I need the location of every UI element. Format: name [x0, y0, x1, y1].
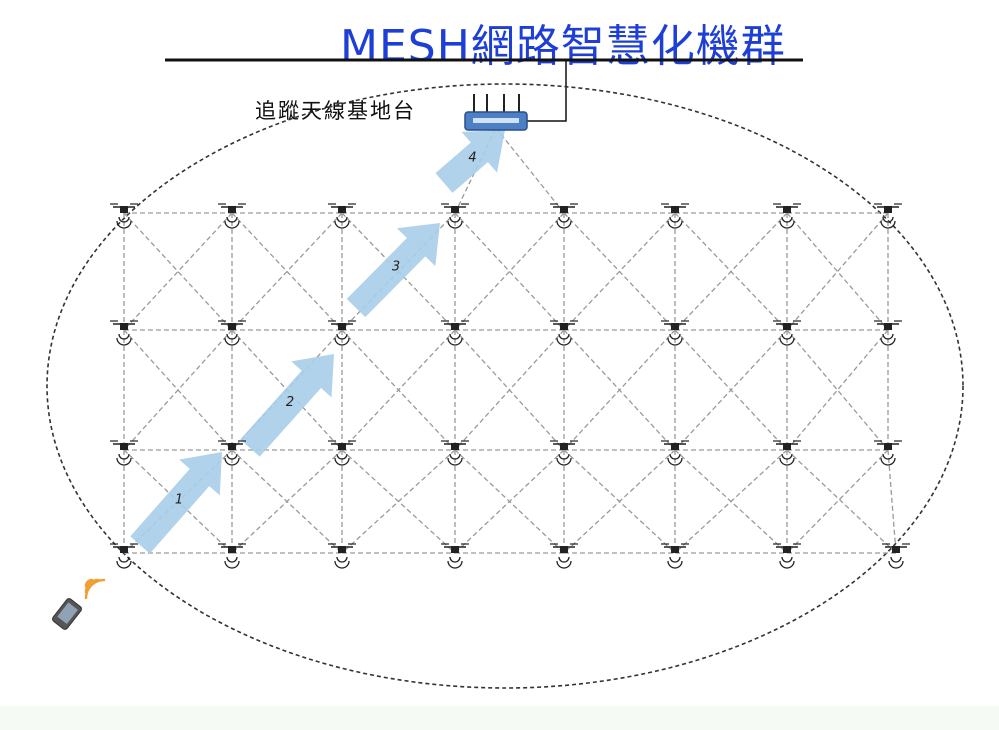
footer-band	[0, 706, 999, 730]
mesh-link	[563, 329, 676, 451]
drone-icon	[441, 440, 469, 466]
relay-arrow	[240, 354, 334, 457]
hop-label: 2	[286, 395, 294, 410]
mesh-link	[563, 212, 676, 331]
mesh-link	[341, 449, 456, 554]
diagram-title: MESH網路智慧化機群	[340, 21, 786, 72]
mesh-link	[341, 329, 456, 451]
mesh-link	[454, 329, 565, 451]
mesh-link	[786, 212, 889, 331]
drone-icon	[550, 203, 578, 229]
drone-icon	[773, 440, 801, 466]
drone-icon	[550, 320, 578, 346]
mesh-link	[786, 329, 889, 451]
drone-icon	[874, 440, 902, 466]
drone-icon	[328, 203, 356, 229]
mesh-link	[231, 449, 343, 554]
drone-icon	[110, 440, 138, 466]
drone-icon	[773, 543, 801, 569]
drone-icon	[110, 543, 138, 569]
mesh-link	[674, 329, 788, 451]
mesh-link	[123, 212, 233, 331]
mesh-link	[454, 449, 565, 554]
drone-icon	[110, 203, 138, 229]
mesh-link	[786, 449, 897, 554]
relay-arrows: 1 2 3 4	[130, 130, 505, 554]
drone-icon	[328, 440, 356, 466]
drone-icon	[550, 543, 578, 569]
drone-icon	[328, 543, 356, 569]
base-station-label: 追蹤天線基地台	[255, 99, 416, 123]
router-connector	[527, 60, 567, 122]
mesh-link	[887, 449, 897, 554]
drone-icon	[661, 440, 689, 466]
mesh-link	[123, 212, 233, 331]
hop-label: 4	[468, 151, 476, 166]
drone-icon	[218, 320, 246, 346]
drone-icon	[773, 320, 801, 346]
drone-icon	[661, 543, 689, 569]
hop-label: 3	[392, 260, 400, 275]
mesh-link	[123, 329, 233, 451]
mesh-links	[123, 127, 897, 554]
mesh-link	[231, 212, 343, 331]
drone-icon	[874, 320, 902, 346]
mesh-link	[563, 449, 676, 554]
mesh-link	[674, 212, 788, 331]
drone-icon	[218, 440, 246, 466]
wifi-signal-icon	[84, 578, 106, 600]
drone-icon	[218, 203, 246, 229]
mesh-link	[454, 212, 565, 331]
drone-grid	[110, 203, 910, 569]
relay-arrow	[435, 130, 505, 193]
drone-icon	[550, 440, 578, 466]
drone-icon	[328, 320, 356, 346]
mesh-link	[454, 212, 565, 331]
drone-icon	[110, 320, 138, 346]
router-icon	[464, 94, 528, 131]
drone-icon	[218, 543, 246, 569]
mesh-link	[674, 449, 788, 554]
mesh-link	[786, 449, 889, 554]
mesh-link	[786, 329, 889, 451]
drone-icon	[661, 320, 689, 346]
relay-arrow	[130, 452, 222, 554]
drone-icon	[773, 203, 801, 229]
hop-label: 1	[175, 493, 183, 508]
phone-icon	[51, 598, 83, 630]
drone-icon	[441, 320, 469, 346]
drone-icon	[441, 543, 469, 569]
drone-icon	[441, 203, 469, 229]
mesh-link	[495, 127, 565, 214]
drone-icon	[874, 203, 902, 229]
coverage-ellipse	[46, 83, 964, 689]
drone-icon	[882, 543, 910, 569]
relay-arrow	[346, 223, 440, 318]
mesh-link	[786, 212, 889, 331]
drone-icon	[661, 203, 689, 229]
